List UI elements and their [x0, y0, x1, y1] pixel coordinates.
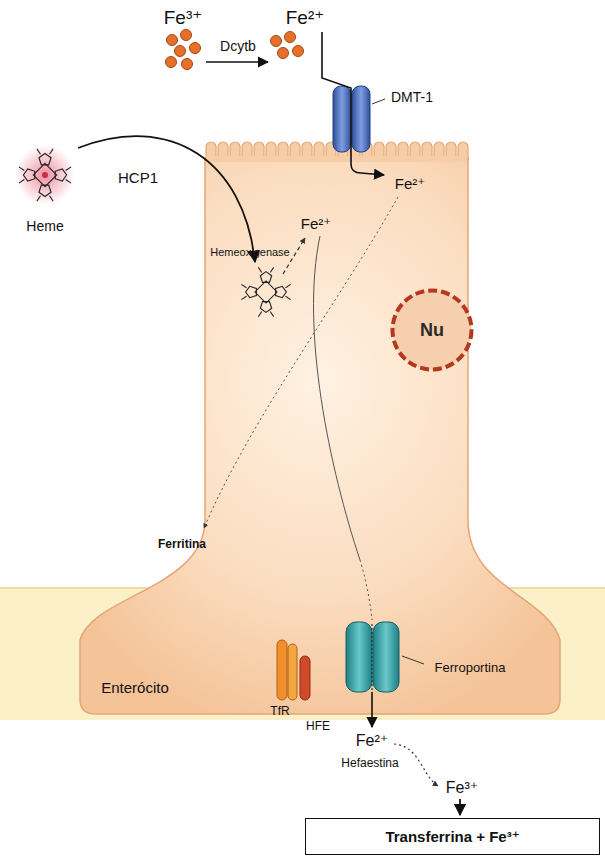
illustration-part [300, 656, 310, 700]
heme-iron [42, 172, 48, 178]
illustration-part [175, 46, 186, 57]
enzyme-label: Dcytb [220, 38, 256, 54]
ferrous-iron-dots [271, 32, 304, 59]
dmt1-leader [372, 99, 385, 104]
illustration-part [190, 43, 201, 54]
enterocyte-cell [80, 158, 560, 714]
ion-label: Fe²⁺ [301, 215, 331, 232]
protein-label: Ferroportina [435, 661, 506, 676]
illustration-part [167, 35, 178, 46]
illustration-part [271, 36, 282, 47]
illustration-part [352, 86, 370, 152]
ion-label: Fe³⁺ [446, 779, 478, 797]
illustration-part [181, 30, 192, 41]
ferric-iron-dots [166, 30, 201, 70]
ferroportin-route-dotted [360, 560, 372, 620]
ion-label: Fe²⁺ [286, 7, 325, 29]
illustration-part [166, 57, 177, 68]
node-text: Nu [420, 320, 444, 341]
protein-label: Ferritina [158, 538, 206, 552]
node-text: Transferrina + Fe³⁺ [385, 828, 519, 845]
transporter-label: DMT-1 [391, 89, 433, 105]
transporter-label: HCP1 [118, 169, 158, 186]
illustration-part [182, 59, 193, 70]
brush-border [206, 156, 467, 162]
ferroportin-pore [371, 624, 372, 690]
heme-inside [241, 267, 290, 316]
ion-label: Fe²⁺ [356, 732, 388, 750]
illustration-part [333, 86, 351, 152]
hephaestin-arrow [394, 744, 438, 786]
result-box: Transferrina + Fe³⁺ [305, 818, 600, 855]
ion-label: Fe³⁺ [164, 7, 203, 29]
illustration-part [285, 32, 296, 43]
enzyme-label: Hemeoxigenase [210, 246, 290, 259]
illustration-part [288, 644, 297, 700]
heme-molecule [19, 149, 71, 201]
ferroportin-channel [346, 622, 399, 692]
illustration-part [346, 622, 372, 692]
ferritin-route [204, 197, 398, 528]
ion-label: Fe²⁺ [395, 175, 425, 192]
heme-glow [15, 145, 75, 205]
illustration-part [277, 640, 287, 700]
protein-label: HFE [306, 720, 330, 734]
illustration-part [293, 46, 304, 57]
protein-label: TfR [270, 705, 289, 719]
nucleus: Nu [390, 288, 474, 372]
dmt1-transport-arrow [322, 32, 384, 175]
ferroportin-route [314, 236, 360, 560]
illustration-part [278, 48, 289, 59]
molecule-label: Heme [26, 218, 63, 234]
illustration-part [373, 622, 399, 692]
dcytb-arrow [206, 61, 268, 63]
nuclear-envelope [393, 291, 472, 370]
hcp1-uptake-arrow [78, 136, 255, 262]
ferroportin-leader [402, 656, 424, 664]
enzyme-label: Hefaestina [341, 757, 398, 771]
tfr-hfe-complex [277, 640, 310, 700]
export-arrow [371, 692, 373, 727]
cell-label: Enterócito [101, 679, 169, 696]
transferrin-arrow [459, 799, 461, 815]
